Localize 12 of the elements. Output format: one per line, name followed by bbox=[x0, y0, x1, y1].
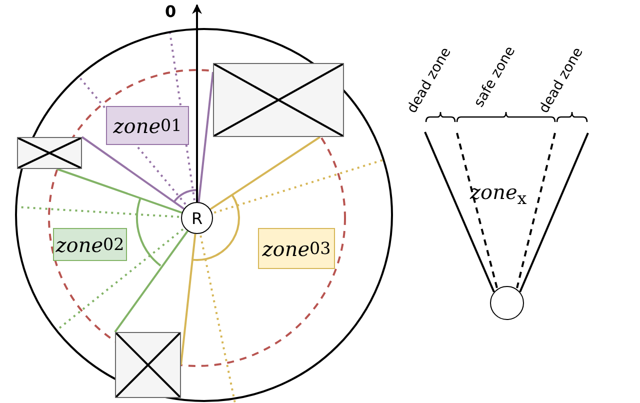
zone-boundary-line bbox=[210, 136, 321, 210]
end-circle bbox=[490, 286, 524, 320]
zone-boundary-line bbox=[198, 72, 214, 202]
axis-label: 0 bbox=[165, 2, 176, 21]
center-circle: R bbox=[181, 202, 213, 234]
placeholder-box bbox=[17, 137, 82, 169]
zone-boundary-line bbox=[56, 168, 182, 214]
zone-boundary-line bbox=[180, 234, 196, 366]
placeholder-box bbox=[115, 332, 181, 398]
zone-label: zone$_{x}$ bbox=[470, 180, 527, 208]
placeholder-box bbox=[213, 63, 344, 137]
zone-boundary-line bbox=[114, 230, 188, 333]
